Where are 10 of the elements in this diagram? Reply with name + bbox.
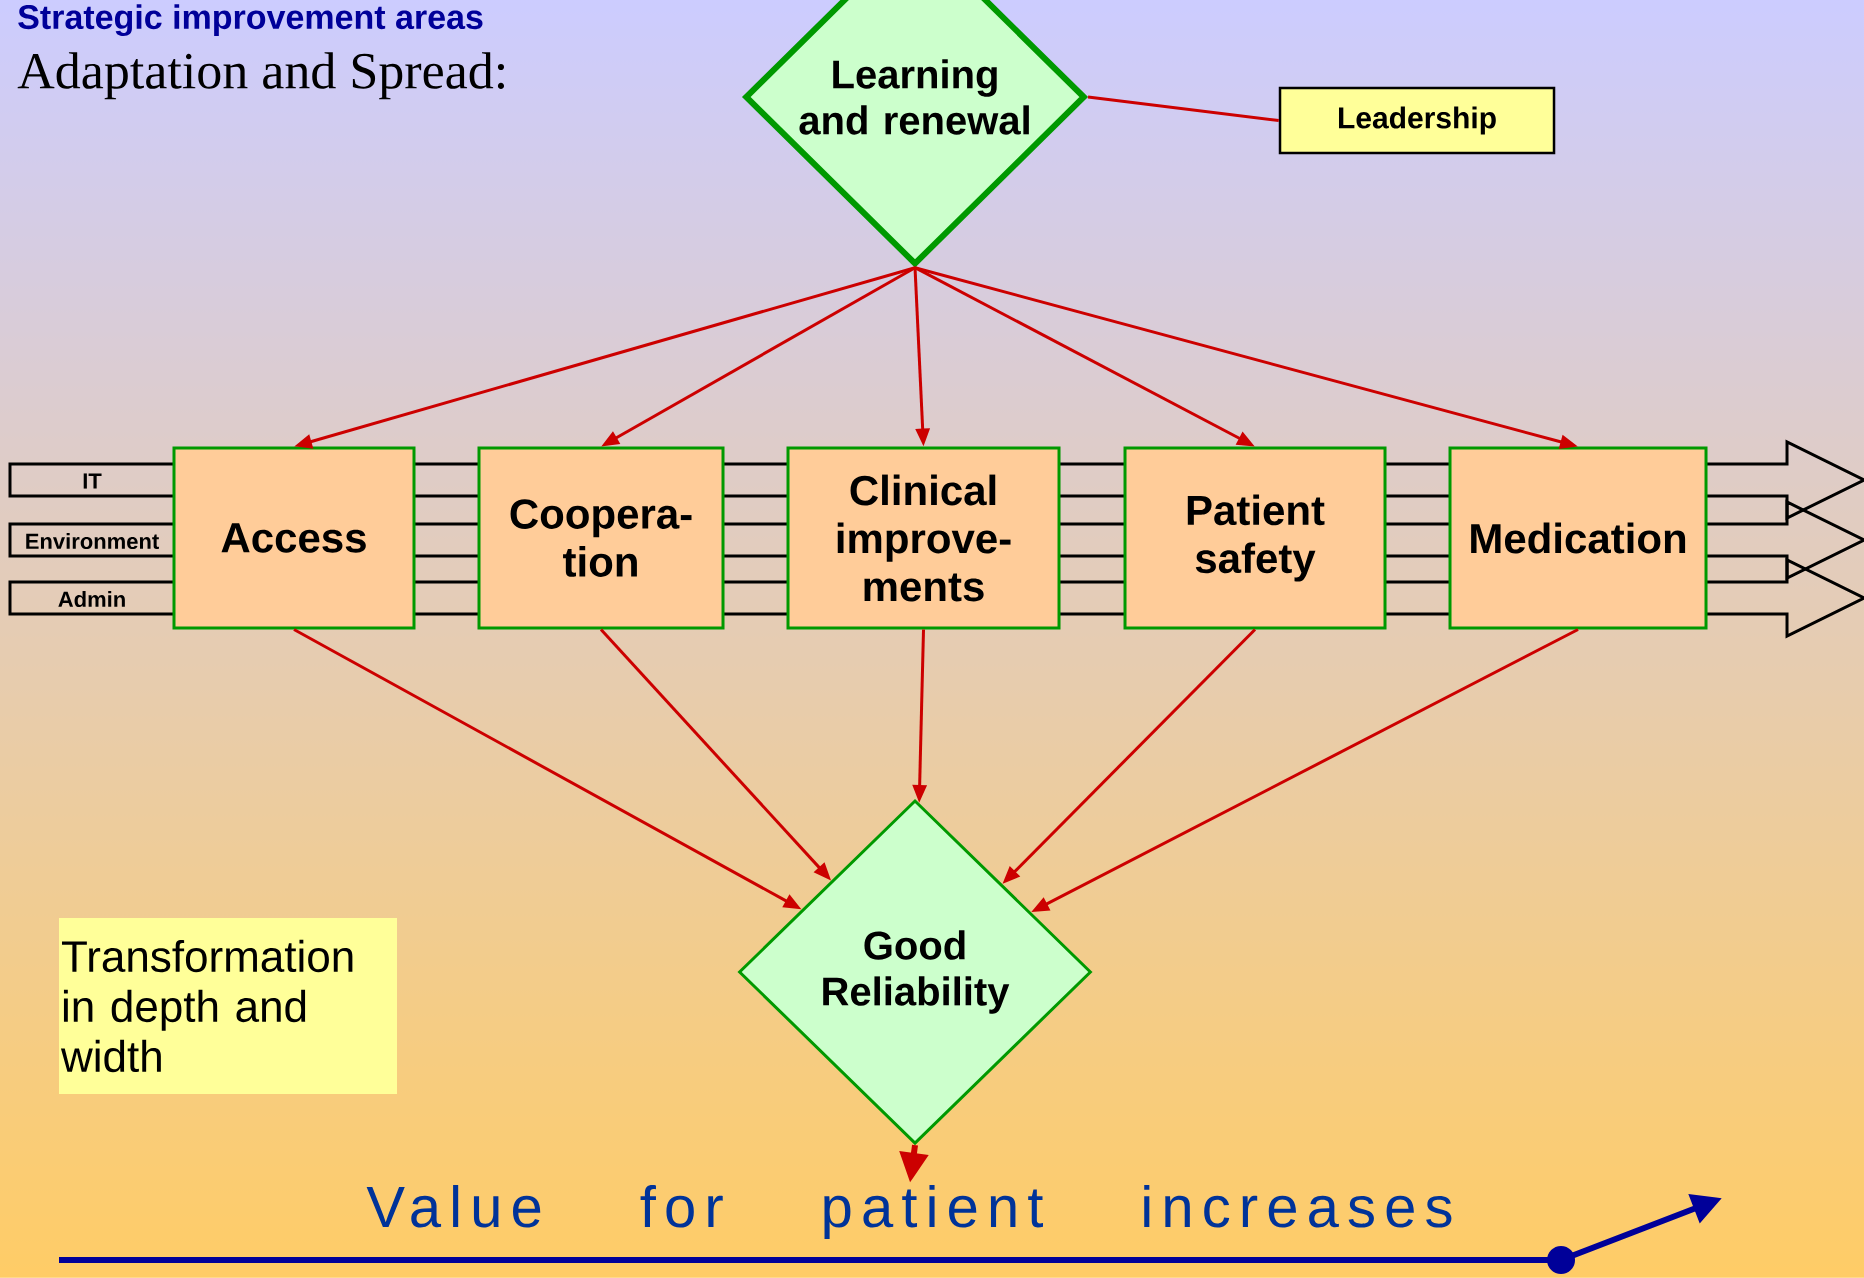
- area-box: Access: [172, 446, 416, 630]
- value-text: Value for patient increases: [366, 1185, 1452, 1240]
- area-box: Patient safety: [1123, 446, 1387, 630]
- note-box: Transformation in depth and width: [59, 918, 397, 1094]
- label-box: Leadership: [1278, 86, 1556, 155]
- area-box: Clinical improve-ments: [786, 446, 1061, 630]
- title: Strategic improvement areas: [18, 4, 483, 37]
- area-box: Coopera-tion: [477, 446, 725, 630]
- area-box: Medication: [1448, 446, 1708, 630]
- heading-text: Adaptation and Spread:: [17, 52, 504, 100]
